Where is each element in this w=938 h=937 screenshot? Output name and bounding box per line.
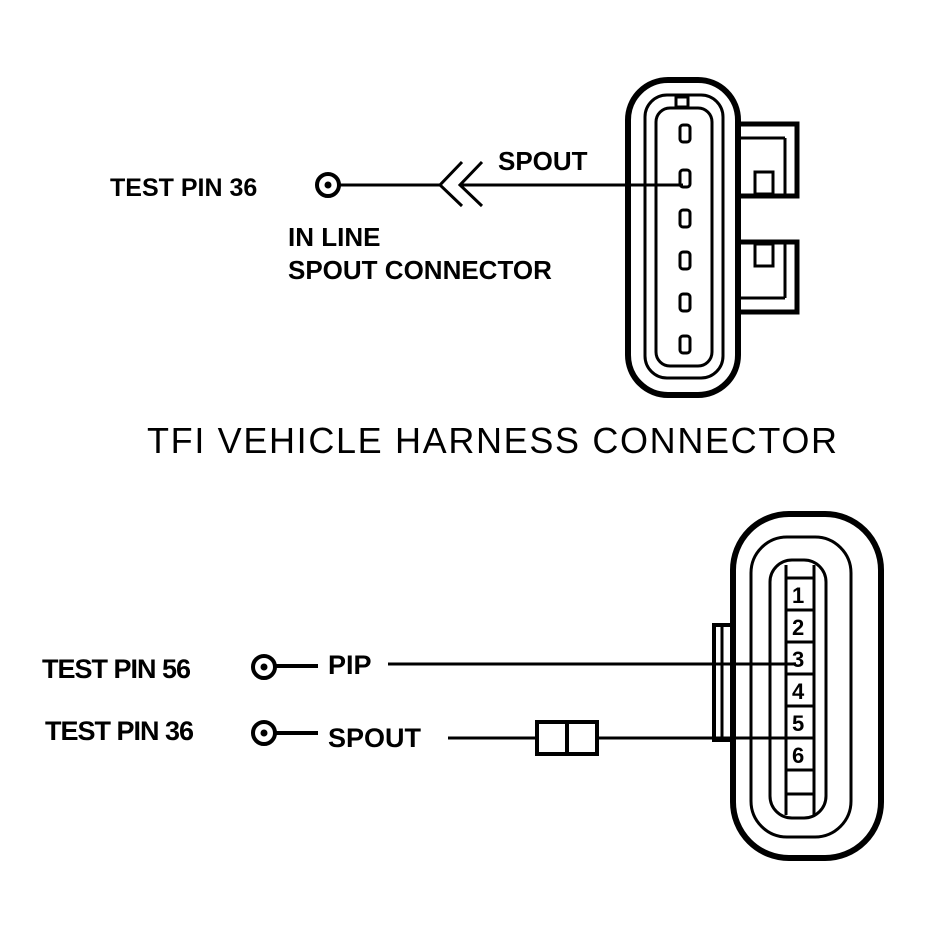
pin-number-2: 2: [792, 615, 804, 640]
pin-number-4: 4: [792, 679, 805, 704]
pin-number-6: 6: [792, 743, 804, 768]
inline-label-line2: SPOUT CONNECTOR: [288, 255, 552, 285]
pip-label: PIP: [328, 650, 372, 680]
bottom-harness-connector: [712, 511, 884, 861]
inline-label-line1: IN LINE: [288, 222, 380, 252]
top-harness-connector: [625, 77, 800, 398]
pin-numbers: 1 2 3 4 5 6: [792, 583, 805, 768]
top-spout-label: SPOUT: [498, 146, 588, 176]
bottom-test-pin-36-label: TEST PIN 36: [45, 716, 194, 746]
pin-number-5: 5: [792, 711, 804, 736]
top-test-pin-36-label: TEST PIN 36: [110, 174, 257, 202]
spout-label: SPOUT: [328, 723, 422, 753]
test-pin-36-terminal: [251, 720, 277, 746]
diagram-title: TFI VEHICLE HARNESS CONNECTOR: [147, 420, 837, 461]
test-pin-56-terminal: [251, 654, 277, 680]
bottom-inline-connector: [535, 720, 599, 756]
top-test-pin-terminal: [315, 172, 341, 198]
pin-number-3: 3: [792, 647, 804, 672]
bottom-test-pin-56-label: TEST PIN 56: [42, 654, 191, 684]
pin-number-1: 1: [792, 583, 804, 608]
